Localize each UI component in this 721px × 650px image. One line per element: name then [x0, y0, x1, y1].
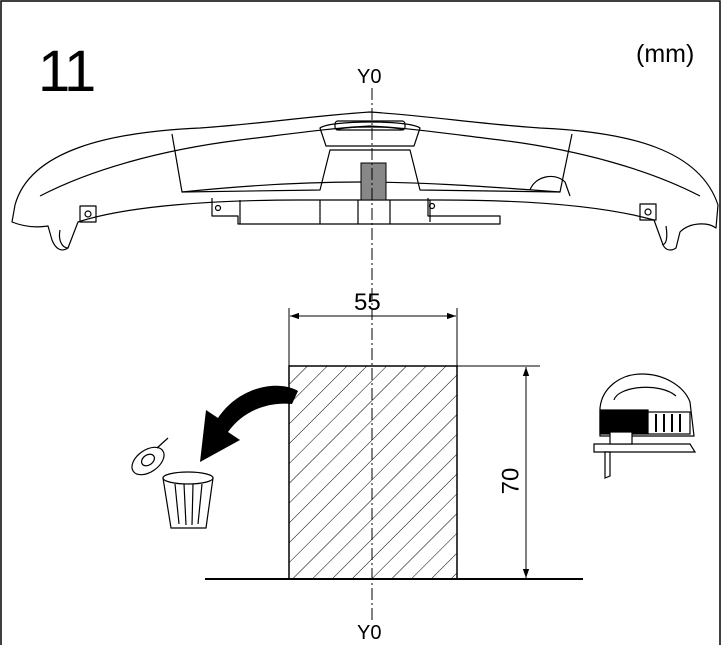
height-dimension-label: 70: [497, 467, 525, 495]
curved-arrow-icon: [200, 385, 298, 462]
width-dimension-label: 55: [354, 289, 381, 316]
cut-area-marker: [360, 162, 387, 201]
width-dimension-line: [288, 308, 458, 366]
axis-label-bottom: Y0: [357, 622, 382, 644]
trash-can-icon: [131, 437, 214, 529]
jigsaw-tool-icon: [593, 373, 697, 479]
unit-label: (mm): [636, 40, 695, 68]
height-dimension-line: [457, 365, 540, 578]
cutout-region: [288, 365, 458, 580]
step-number: 11: [38, 39, 96, 104]
axis-label-top: Y0: [357, 66, 382, 88]
